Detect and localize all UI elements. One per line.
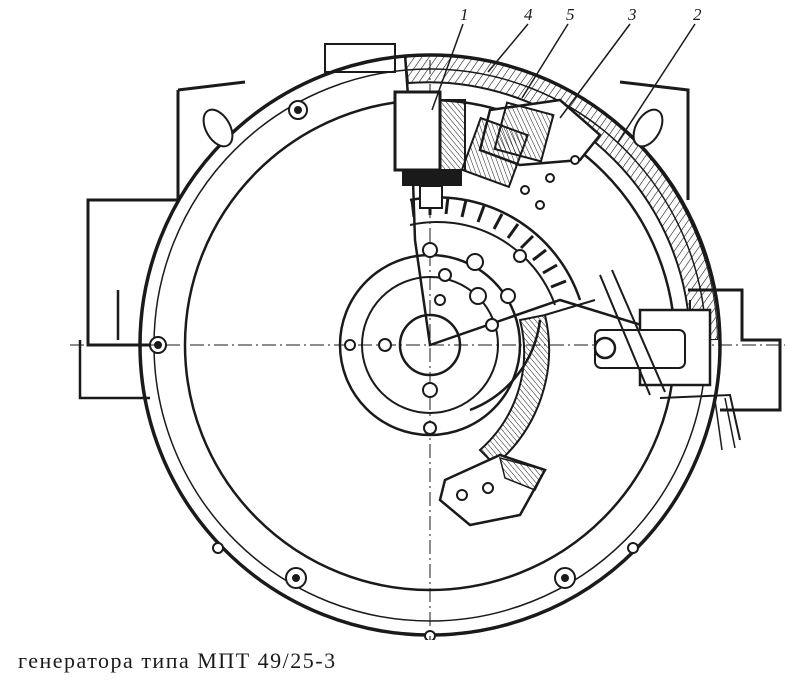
callout-2: 2 [693, 5, 702, 24]
mounting-feet [78, 43, 782, 412]
housing-bolts [149, 100, 664, 640]
callout-leaders [431, 23, 696, 143]
generator-drawing: 1 4 5 3 2 [70, 5, 785, 640]
callout-3: 3 [627, 5, 637, 24]
terminal-box [593, 269, 741, 451]
callout-1: 1 [460, 5, 469, 24]
hub [338, 253, 522, 437]
callout-labels: 1 4 5 3 2 [460, 5, 702, 24]
lower-pole-piece [438, 453, 547, 527]
figure-caption: генератора типа МПТ 49/25-3 [18, 648, 337, 673]
callout-5: 5 [566, 5, 575, 24]
armature-core [409, 196, 582, 332]
callout-4: 4 [524, 5, 533, 24]
main-pole [460, 98, 602, 210]
brush-assembly [393, 90, 466, 209]
